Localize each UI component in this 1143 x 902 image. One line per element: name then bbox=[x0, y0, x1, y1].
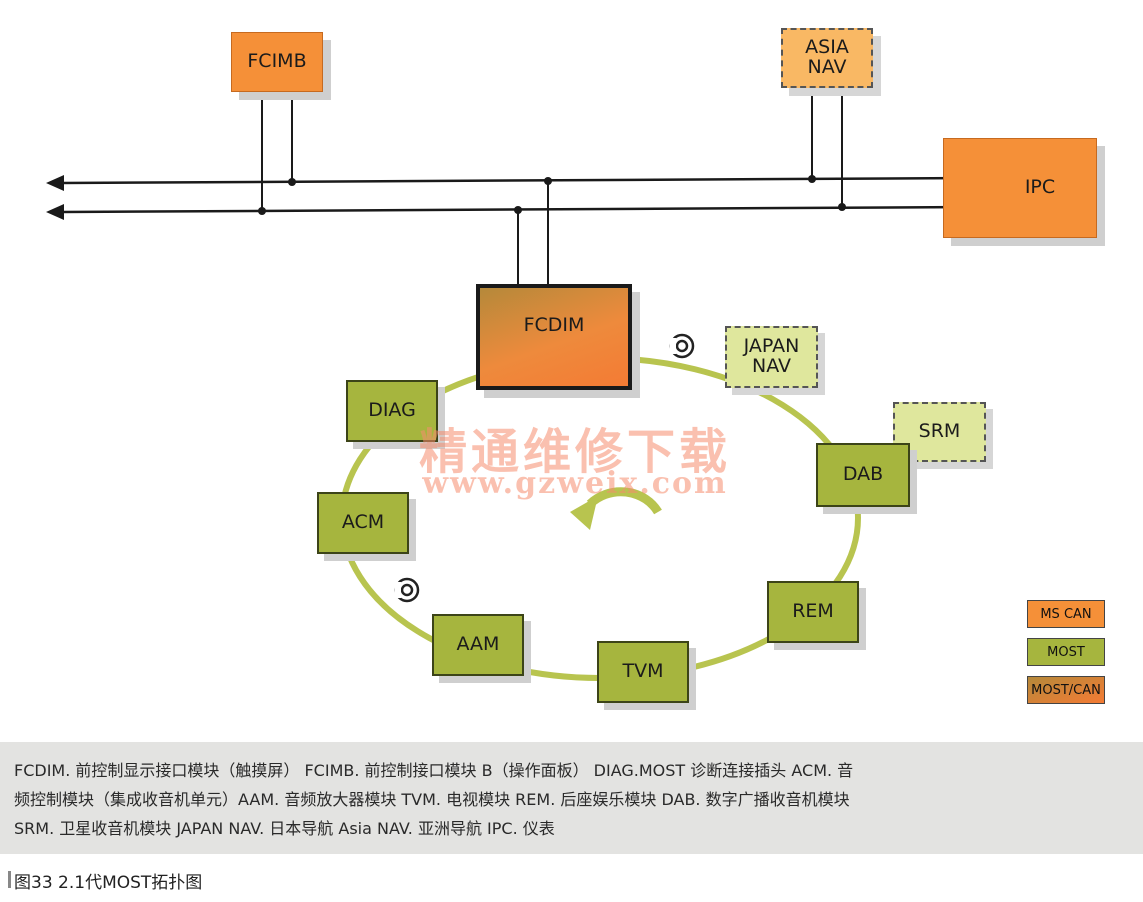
legend-most-can: MOST/CAN bbox=[1027, 676, 1105, 704]
can-bus-line-upper bbox=[61, 176, 976, 185]
ring-direction-arrowhead bbox=[570, 496, 598, 530]
fcimb-module: FCIMB bbox=[231, 32, 323, 92]
caption-line: 频控制模块（集成收音机单元）AAM. 音频放大器模块 TVM. 电视模块 REM… bbox=[14, 790, 850, 809]
topology-diagram: FCIMB ASIA NAV IPC FCDIM JAPAN NAV SRM D… bbox=[46, 28, 1105, 704]
fcdim-module: FCDIM bbox=[476, 284, 632, 390]
bus-arrow-lower bbox=[46, 204, 64, 220]
caption-text: FCDIM. 前控制显示接口模块（触摸屏） FCIMB. 前控制接口模块 B（操… bbox=[14, 756, 1132, 843]
caption-line: FCDIM. 前控制显示接口模块（触摸屏） FCIMB. 前控制接口模块 B（操… bbox=[14, 761, 854, 780]
optical-connector-icon bbox=[394, 577, 420, 603]
caption-panel: FCDIM. 前控制显示接口模块（触摸屏） FCIMB. 前控制接口模块 B（操… bbox=[0, 742, 1143, 854]
rem-module: REM bbox=[767, 581, 859, 643]
caption-line: SRM. 卫星收音机模块 JAPAN NAV. 日本导航 Asia NAV. 亚… bbox=[14, 819, 555, 838]
legend-ms-can: MS CAN bbox=[1027, 600, 1105, 628]
ipc-module: IPC bbox=[943, 138, 1097, 238]
japan-nav-module: JAPAN NAV bbox=[725, 326, 818, 388]
optical-connector-icon bbox=[669, 333, 695, 359]
diag-module: DIAG bbox=[346, 380, 438, 442]
ring-direction-arrow bbox=[586, 487, 662, 515]
figure-label: 图33 2.1代MOST拓扑图 bbox=[14, 873, 203, 893]
acm-module: ACM bbox=[317, 492, 409, 554]
dab-module: DAB bbox=[816, 443, 910, 507]
bus-arrow-upper bbox=[46, 175, 64, 191]
figure-marker bbox=[8, 871, 11, 888]
aam-module: AAM bbox=[432, 614, 524, 676]
asia-nav-module: ASIA NAV bbox=[781, 28, 873, 88]
tvm-module: TVM bbox=[597, 641, 689, 703]
legend-most: MOST bbox=[1027, 638, 1105, 666]
